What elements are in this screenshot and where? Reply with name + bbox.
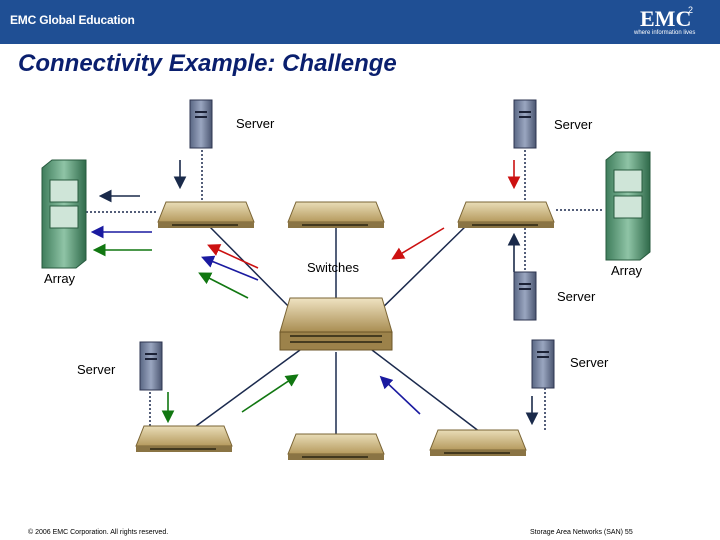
label-switches: Switches xyxy=(307,260,360,275)
label-array-left: Array xyxy=(44,271,76,286)
core-switch-icon xyxy=(279,297,393,351)
fibre-switch-icon xyxy=(287,201,385,228)
arrow-green-to-core xyxy=(241,374,299,413)
fibre-switch-icon xyxy=(429,429,527,456)
fibre-switch-icon xyxy=(457,201,555,228)
brand-text: EMC Global Education xyxy=(10,13,135,27)
server-tower-icon xyxy=(513,99,537,149)
emc-logo-superscript: 2 xyxy=(688,5,694,15)
label-server-mid-right: Server xyxy=(557,289,596,304)
brand-tagline: where information lives xyxy=(634,30,696,36)
server-tower-icon xyxy=(513,271,537,321)
arrow-red-toward-switch xyxy=(207,244,259,269)
emc-logo: EMC xyxy=(640,6,692,31)
fibre-switch-icon xyxy=(157,201,255,228)
header-bar: EMC Global Education EMC 2 where informa… xyxy=(0,0,720,44)
server-tower-icon xyxy=(139,341,163,391)
label-server-bottom-left: Server xyxy=(77,362,116,377)
cable-core-to-switch-top-left xyxy=(204,221,301,319)
arrow-red-to-core xyxy=(391,227,445,260)
fibre-switch-icon xyxy=(287,433,385,460)
server-tower-icon xyxy=(531,339,555,389)
label-server-top-left: Server xyxy=(236,116,275,131)
flow-arrows xyxy=(90,160,539,426)
footer-copyright: © 2006 EMC Corporation. All rights reser… xyxy=(28,529,169,536)
cable-core-to-switch-bottom-left xyxy=(187,349,301,433)
slide-title: Connectivity Example: Challenge xyxy=(18,50,397,77)
storage-array-icon xyxy=(41,159,87,269)
cable-core-to-switch-bottom-right xyxy=(371,349,481,433)
footer-course: Storage Area Networks (SAN) 55 xyxy=(530,529,633,536)
label-server-bottom-right: Server xyxy=(570,355,609,370)
cable-core-to-switch-top-right xyxy=(371,221,471,319)
arrow-blue-toward-switch xyxy=(201,255,259,281)
fibre-switch-icon xyxy=(135,425,233,452)
storage-array-icon xyxy=(605,151,651,261)
label-array-right: Array xyxy=(611,263,643,278)
arrow-blue-to-core xyxy=(379,375,421,415)
arrow-green-toward-switch xyxy=(198,272,249,299)
label-server-top-right: Server xyxy=(554,117,593,132)
server-tower-icon xyxy=(189,99,213,149)
cables xyxy=(187,221,481,434)
